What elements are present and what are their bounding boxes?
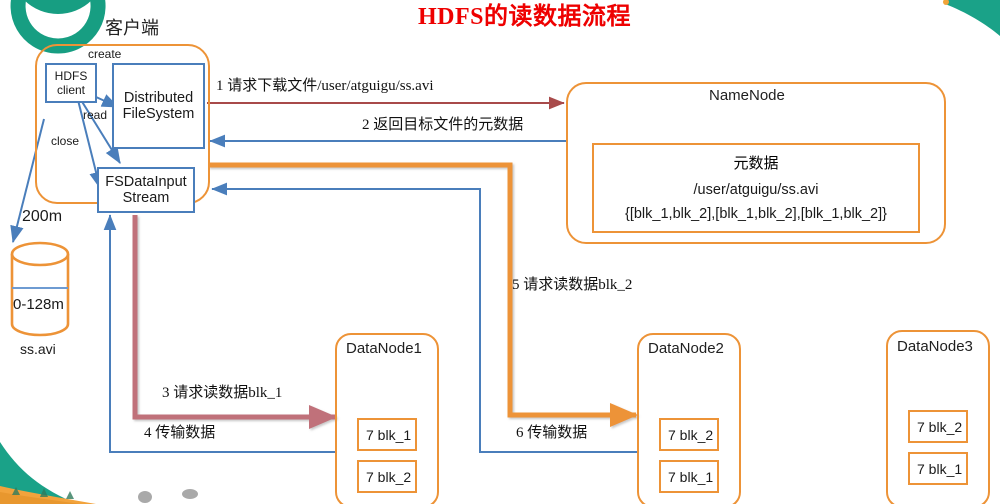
client-group-label: 客户端 — [105, 18, 159, 38]
datanode1-block-1[interactable]: 7 blk_1 — [357, 418, 417, 451]
file-size-label: 200m — [22, 208, 63, 225]
namenode-container — [566, 82, 946, 244]
metadata-title: 元数据 — [733, 156, 779, 172]
metadata-path: /user/atguigu/ss.avi — [693, 182, 819, 198]
edge-label-read: read — [83, 108, 108, 122]
step-4-label: 4 传输数据 — [144, 425, 216, 441]
step-2-label: 2 返回目标文件的元数据 — [362, 117, 524, 133]
arrow-step-4 — [103, 214, 337, 453]
hdfs-client-label-line2: client — [56, 83, 85, 97]
arrow-client-to-file — [10, 118, 45, 244]
namenode-metadata-box: 元数据 /user/atguigu/ss.avi {[blk_1,blk_2],… — [592, 143, 920, 233]
datanode2-block-2[interactable]: 7 blk_1 — [659, 460, 719, 493]
datanode1-block-2[interactable]: 7 blk_2 — [357, 460, 417, 493]
datanode3-block-1[interactable]: 7 blk_2 — [908, 410, 968, 443]
step-5-label: 5 请求读数据blk_2 — [512, 277, 633, 293]
datanode1-container — [335, 333, 439, 504]
step-1-label: 1 请求下载文件/user/atguigu/ss.avi — [216, 78, 434, 94]
file-name-label: ss.avi — [20, 341, 56, 357]
corner-decoration-bottom-left — [0, 442, 198, 504]
hdfs-client-box[interactable]: HDFS client — [45, 63, 97, 103]
step-6-label: 6 传输数据 — [516, 425, 588, 441]
arrow-step-6 — [211, 182, 637, 453]
datanode3-container — [886, 330, 990, 504]
step-3-label: 3 请求读数据blk_1 — [162, 385, 283, 401]
edge-label-create: create — [88, 47, 122, 61]
fsdatainputstream-box[interactable]: FSDataInput Stream — [97, 167, 195, 213]
arrow-read — [80, 99, 121, 165]
edge-label-close: close — [51, 134, 80, 148]
datanode2-container — [637, 333, 741, 504]
hdfs-client-label-line1: HDFS — [54, 69, 88, 83]
fsin-label-line1: FSDataInput — [105, 174, 187, 190]
datanode3-block-2[interactable]: 7 blk_1 — [908, 452, 968, 485]
arrow-step-5 — [208, 162, 639, 427]
distributed-filesystem-box[interactable]: Distributed FileSystem — [112, 63, 205, 149]
arrow-close — [77, 99, 103, 190]
dfs-label-line2: FileSystem — [122, 106, 195, 122]
arrow-step-3 — [132, 215, 338, 429]
fsin-label-line2: Stream — [122, 190, 170, 206]
corner-decoration-top-right — [943, 0, 1000, 36]
page-title: HDFS的读数据流程 — [418, 4, 632, 30]
datanode3-title: DataNode3 — [897, 338, 973, 355]
datanode2-title: DataNode2 — [648, 340, 724, 357]
file-cylinder-ss-avi — [10, 241, 70, 337]
datanode1-title: DataNode1 — [346, 340, 422, 357]
namenode-title: NameNode — [709, 87, 785, 104]
metadata-blocks: {[blk_1,blk_2],[blk_1,blk_2],[blk_1,blk_… — [625, 206, 887, 222]
file-block-range-label: 0-128m — [13, 296, 64, 313]
dfs-label-line1: Distributed — [123, 90, 194, 106]
datanode2-block-1[interactable]: 7 blk_2 — [659, 418, 719, 451]
